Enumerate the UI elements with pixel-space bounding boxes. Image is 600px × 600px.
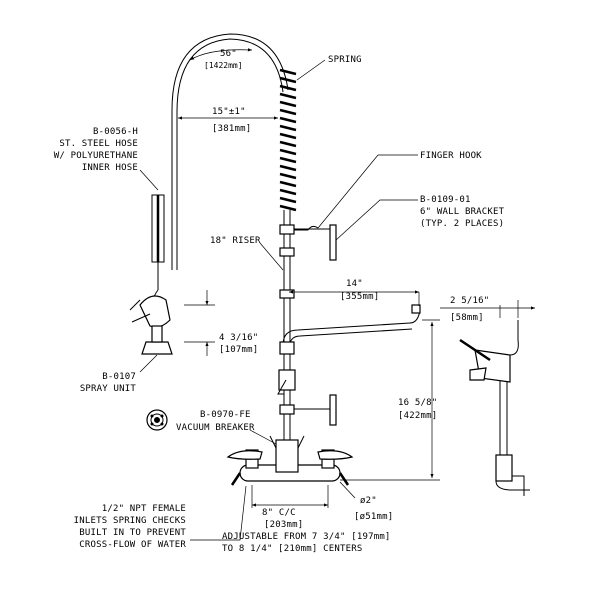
- total-height-mm-label: [422mm]: [398, 411, 437, 421]
- hose-length-mm-label: [1422mm]: [204, 61, 243, 70]
- spray-height-mm-label: [107mm]: [219, 345, 258, 355]
- adjustable-note: ADJUSTABLE FROM 7 3/4" [197mm] TO 8 1/4"…: [222, 532, 391, 554]
- center-dim-mm-label: [203mm]: [264, 520, 303, 530]
- svg-text:INLETS SPRING CHECKS: INLETS SPRING CHECKS: [74, 516, 186, 526]
- spray-head-face: [146, 409, 168, 431]
- svg-text:SPRAY UNIT: SPRAY UNIT: [80, 384, 137, 394]
- swing-spout: [279, 304, 421, 355]
- svg-text:B-0970-FE: B-0970-FE: [200, 410, 251, 420]
- spout-length-mm-label: [355mm]: [340, 292, 379, 302]
- svg-text:B-0109-01: B-0109-01: [420, 195, 471, 205]
- spray-height-label: 4 3/16": [219, 333, 258, 343]
- finger-hook: [290, 225, 319, 231]
- spray-valve: [129, 295, 173, 355]
- spray-unit-label: B-0107 SPRAY UNIT: [80, 372, 137, 394]
- svg-text:ADJUSTABLE FROM 7 3/4" [197mm]: ADJUSTABLE FROM 7 3/4" [197mm]: [222, 532, 391, 542]
- side-dim-label: 2 5/16": [450, 296, 489, 306]
- height-dim-label: 15"±1": [212, 107, 246, 117]
- svg-text:(TYP. 2 PLACES): (TYP. 2 PLACES): [420, 219, 504, 229]
- spring-coil: [279, 68, 297, 212]
- side-view: [459, 320, 530, 496]
- faucet-assembly: [129, 33, 530, 496]
- wall-bracket-lower: [279, 394, 337, 426]
- svg-text:ST. STEEL HOSE: ST. STEEL HOSE: [59, 139, 138, 149]
- finger-hook-label: FINGER HOOK: [420, 151, 482, 161]
- annotations: 56" [1422mm] SPRING 15"±1" [381mm] B-005…: [54, 49, 505, 554]
- diameter-label: ø2": [360, 496, 377, 506]
- spout-length-label: 14": [346, 279, 363, 289]
- svg-text:CROSS-FLOW OF WATER: CROSS-FLOW OF WATER: [79, 540, 186, 550]
- svg-text:BUILT IN TO PREVENT: BUILT IN TO PREVENT: [79, 528, 186, 538]
- wall-bracket-label: B-0109-01 6" WALL BRACKET (TYP. 2 PLACES…: [420, 195, 505, 229]
- hose-length-label: 56": [220, 49, 237, 59]
- overhead-hose: [171, 33, 289, 270]
- svg-text:VACUUM BREAKER: VACUUM BREAKER: [176, 423, 255, 433]
- svg-text:1/2" NPT FEMALE: 1/2" NPT FEMALE: [102, 504, 186, 514]
- svg-text:B-0107: B-0107: [102, 372, 136, 382]
- riser-label: 18" RISER: [210, 236, 261, 246]
- svg-text:B-0056-H: B-0056-H: [93, 127, 138, 137]
- svg-text:6" WALL BRACKET: 6" WALL BRACKET: [420, 207, 505, 217]
- side-dim-mm-label: [58mm]: [450, 313, 484, 323]
- total-height-label: 16 5/8": [398, 398, 437, 408]
- hose-part-label: B-0056-H ST. STEEL HOSE W/ POLYURETHANE …: [54, 127, 138, 173]
- vacuum-breaker-label: B-0970-FE VACUUM BREAKER: [176, 410, 255, 433]
- vacuum-breaker-body: [278, 369, 296, 391]
- center-dim-label: 8" C/C: [262, 508, 296, 518]
- faucet-base: [226, 435, 354, 486]
- svg-text:INNER HOSE: INNER HOSE: [82, 163, 138, 173]
- svg-text:W/ POLYURETHANE: W/ POLYURETHANE: [54, 151, 138, 161]
- spring-label: SPRING: [328, 55, 362, 65]
- height-dim-mm-label: [381mm]: [212, 124, 251, 134]
- svg-text:TO 8 1/4" [210mm] CENTERS: TO 8 1/4" [210mm] CENTERS: [222, 544, 362, 554]
- wall-bracket-upper: [279, 224, 337, 261]
- inlets-note: 1/2" NPT FEMALE INLETS SPRING CHECKS BUI…: [74, 504, 187, 550]
- handle-right: [317, 450, 354, 460]
- handle-left: [226, 450, 263, 460]
- diameter-mm-label: [ø51mm]: [354, 512, 393, 522]
- dimension-lines: [139, 48, 535, 541]
